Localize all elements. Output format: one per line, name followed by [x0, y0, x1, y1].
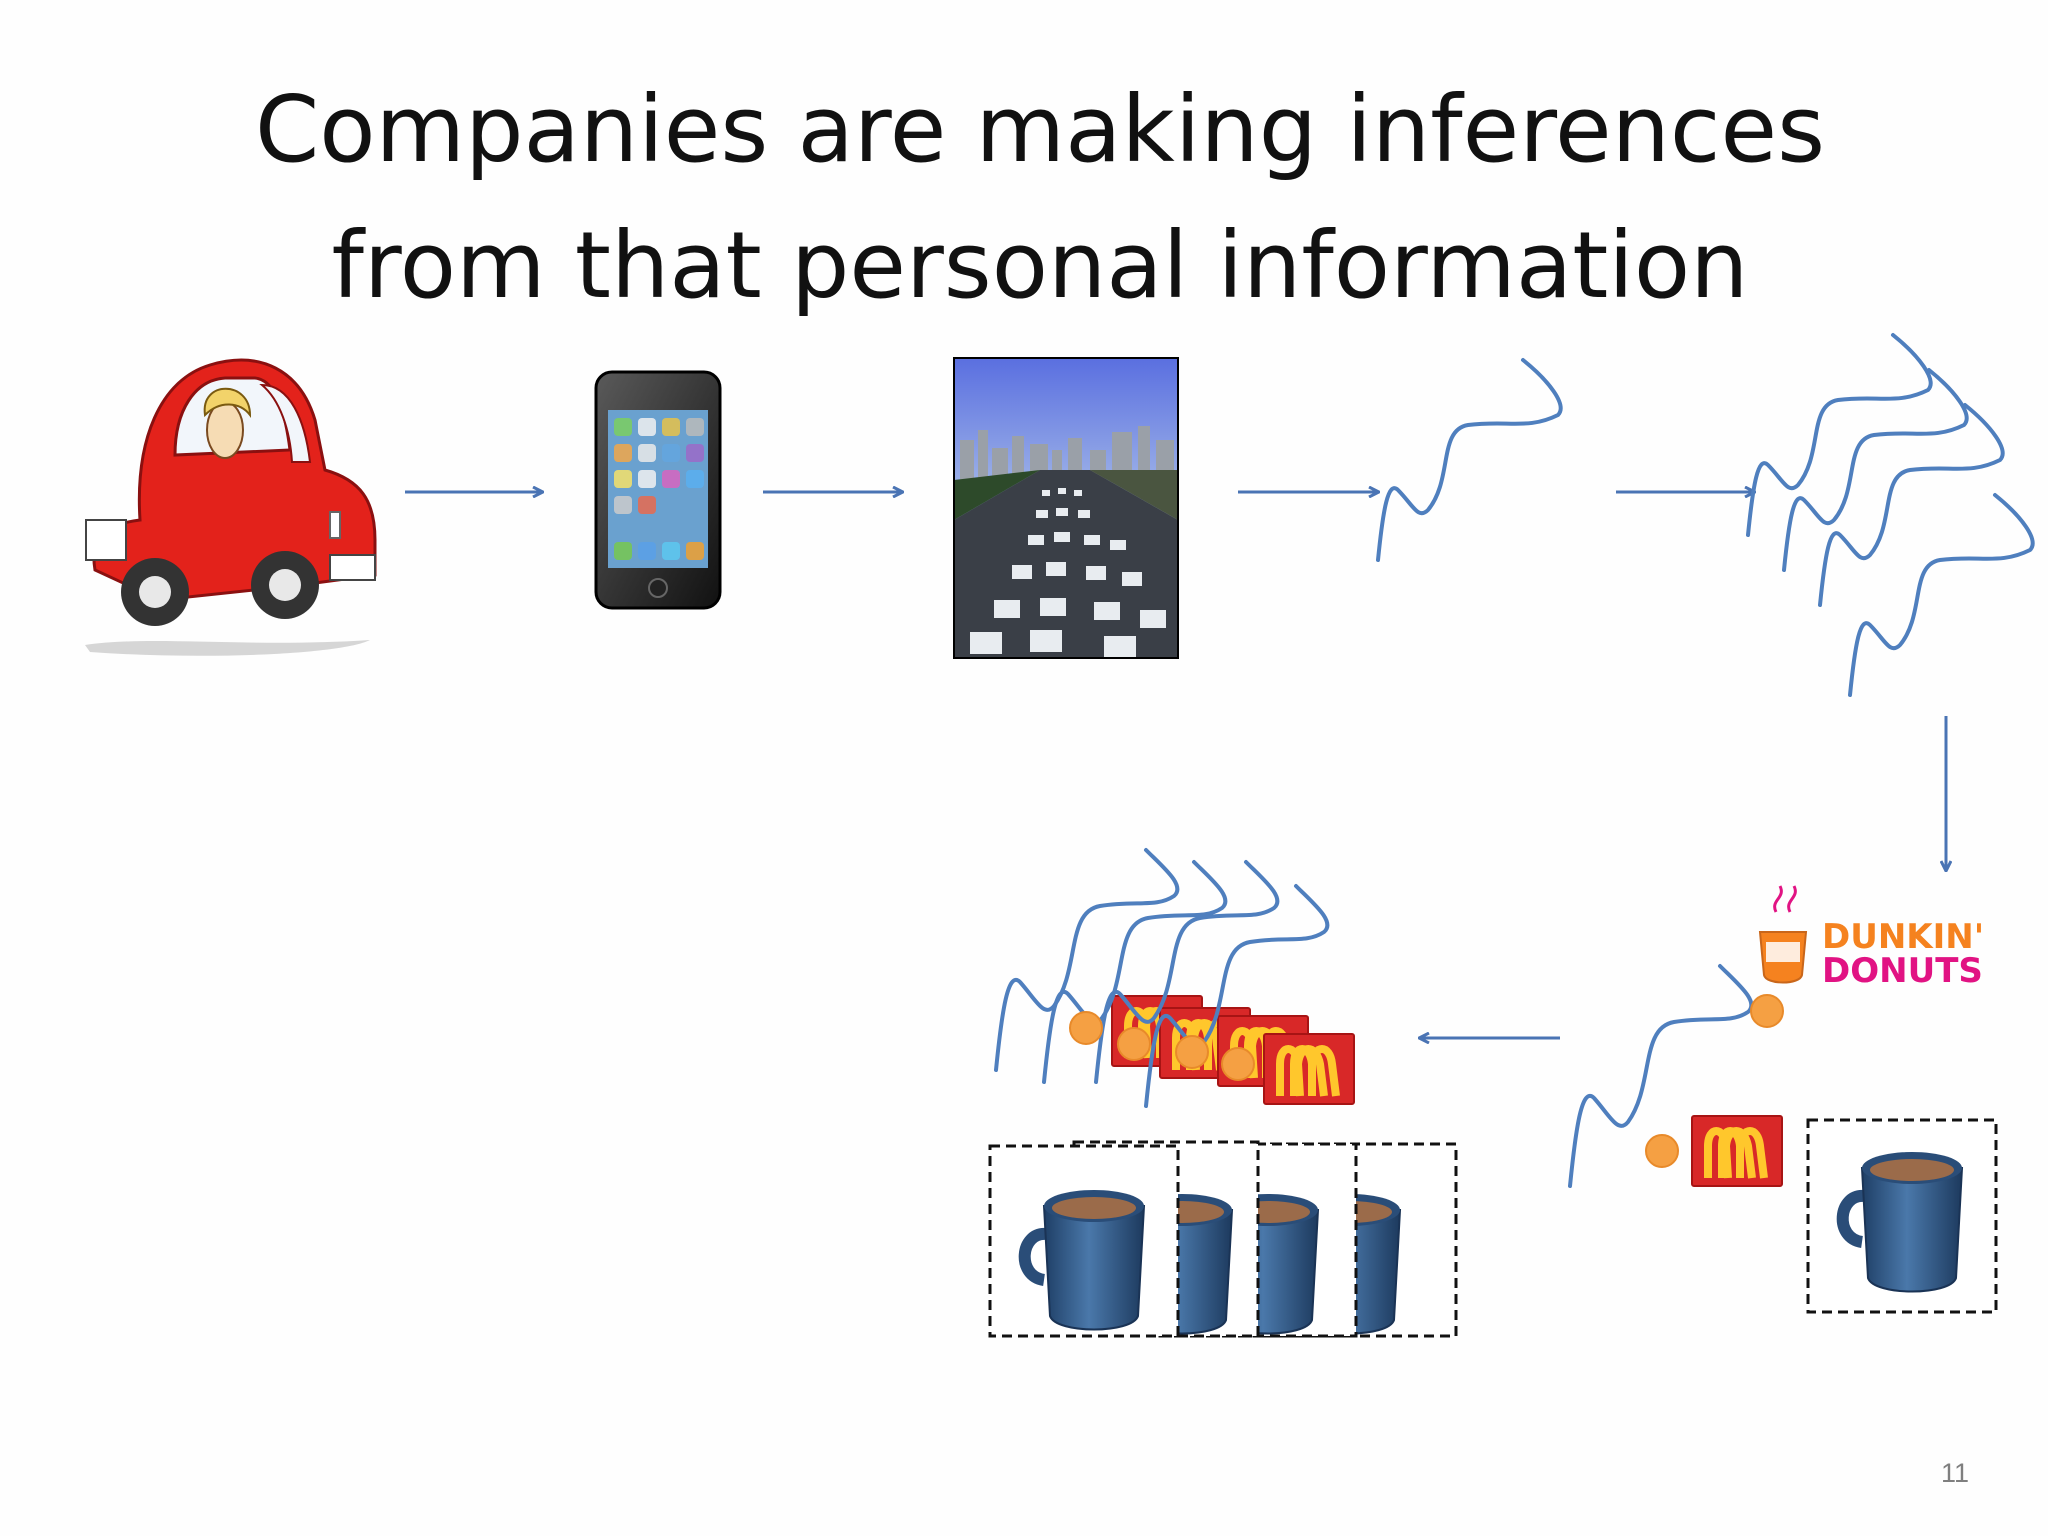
title-line-1: Companies are making inferences — [254, 76, 1826, 183]
location-dot-dunkin — [1750, 994, 1784, 1028]
dunkin-text-line2: DONUTS — [1822, 951, 1983, 991]
highway-traffic-photo — [953, 357, 1179, 659]
trajectory-icon — [1376, 358, 1563, 562]
coffee-mug-box — [1806, 1118, 1998, 1314]
location-dot-mcdonalds — [1645, 1134, 1679, 1168]
trajectory-stack-icon — [1746, 333, 2035, 697]
mcdonalds-logo-icon — [1692, 1116, 1782, 1186]
car-with-driver-icon — [85, 358, 377, 656]
dunkin-text-line1: DUNKIN' — [1822, 917, 1984, 957]
slide-title: Companies are making inferences from tha… — [0, 62, 2048, 334]
title-line-2: from that personal information — [331, 212, 1749, 319]
aggregated-mug-boxes — [988, 1140, 1458, 1336]
dunkin-donuts-logo-icon: DUNKIN' DONUTS — [1758, 885, 1984, 991]
page-number: 11 — [1940, 1458, 1970, 1488]
smartphone-icon — [594, 370, 722, 610]
